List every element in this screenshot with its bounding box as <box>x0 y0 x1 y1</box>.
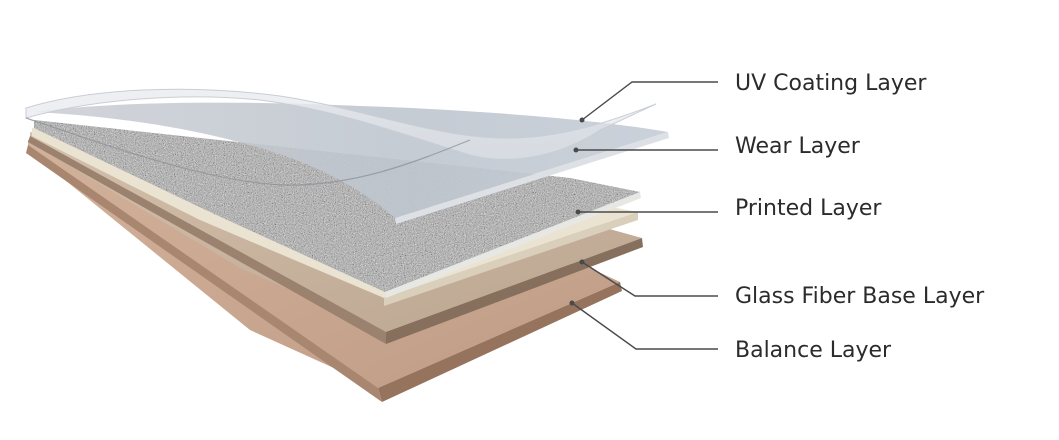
uv-coating-layer-edge <box>25 117 471 186</box>
layer-labels: UV Coating Layer Wear Layer Printed Laye… <box>735 71 985 363</box>
leader-dot-wear <box>573 147 579 153</box>
leader-lines <box>569 81 718 350</box>
glass-fiber-base-layer-edge <box>386 238 643 344</box>
balance-layer-side <box>26 145 382 402</box>
label-glass-fiber-base-layer: Glass Fiber Base Layer <box>735 284 985 309</box>
wear-layer-film <box>34 102 668 218</box>
leader-line-uv-coating <box>581 81 718 121</box>
label-balance-layer: Balance Layer <box>735 338 892 363</box>
leader-dot-balance <box>569 300 575 306</box>
leader-dot-uv-coating <box>579 117 585 123</box>
uv-coating-layer-film <box>25 88 657 160</box>
leader-line-glass-fiber-base <box>581 261 718 297</box>
leader-dot-printed <box>575 209 581 215</box>
printed-layer-edge <box>385 192 641 298</box>
cream-band-edge <box>384 212 638 306</box>
uv-coating-layer-graphic <box>25 88 657 186</box>
glass-fiber-base-layer-side <box>28 136 386 344</box>
leader-line-balance <box>571 302 718 350</box>
balance-layer-edge <box>378 282 622 402</box>
printed-layer-graphic <box>34 120 641 298</box>
label-printed-layer: Printed Layer <box>735 196 882 221</box>
printed-layer-texture <box>34 120 640 292</box>
label-uv-coating-layer: UV Coating Layer <box>735 71 927 96</box>
wear-layer-edge <box>395 132 669 224</box>
label-wear-layer: Wear Layer <box>735 134 861 159</box>
leader-dot-glass-fiber-base <box>579 259 585 265</box>
wear-layer-graphic <box>34 102 669 224</box>
